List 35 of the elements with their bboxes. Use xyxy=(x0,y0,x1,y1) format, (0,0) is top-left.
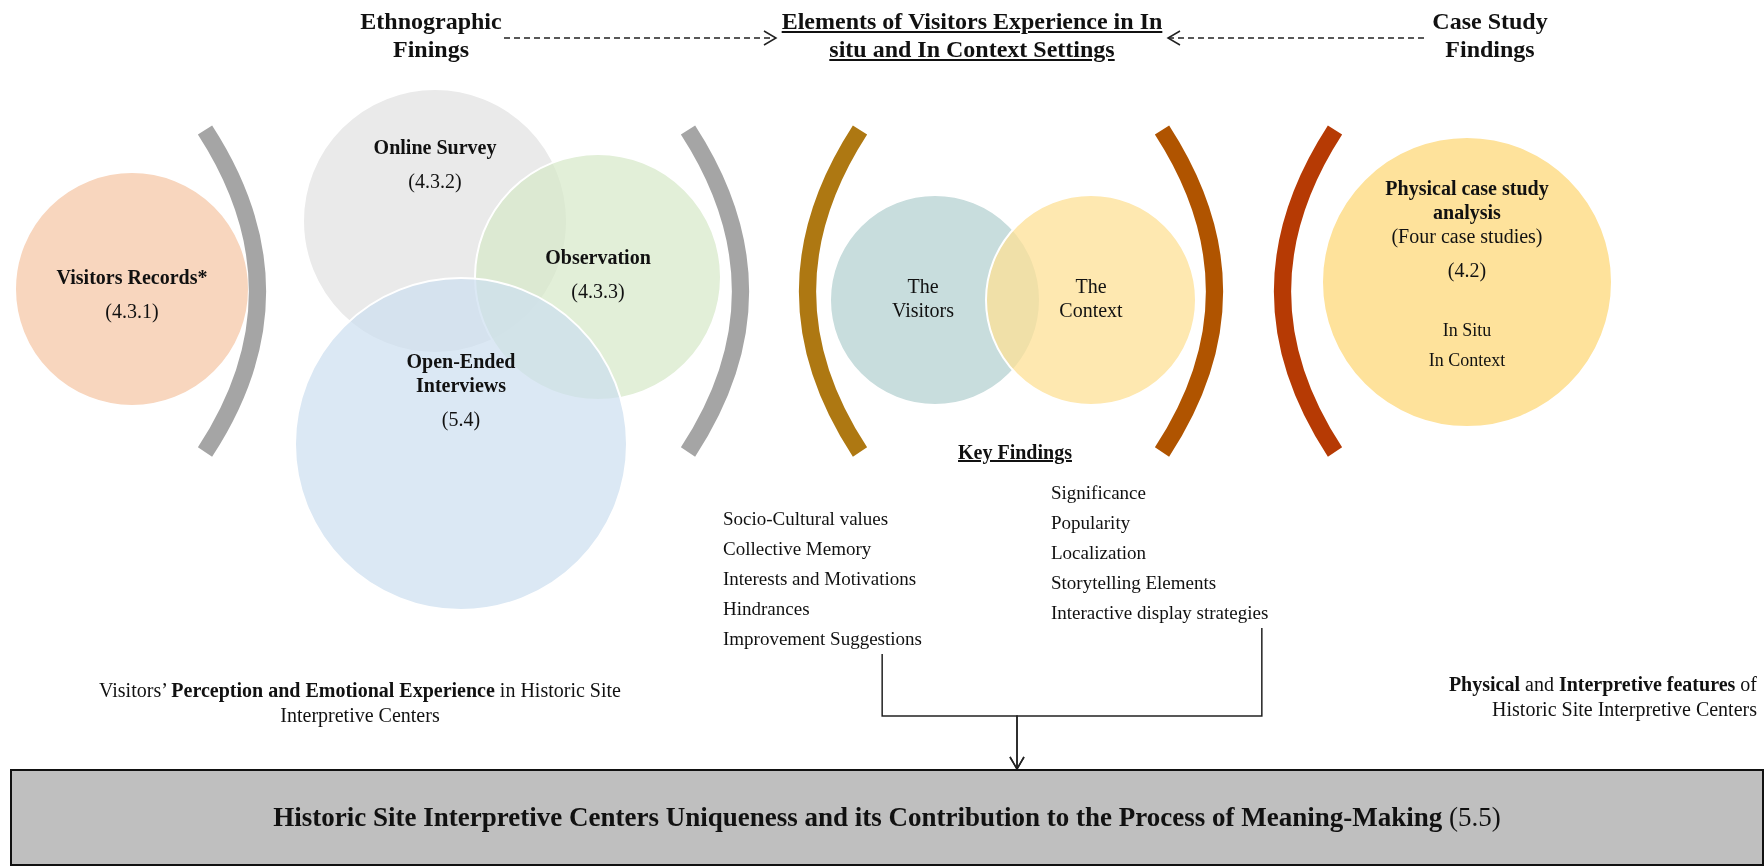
circle-label: (4.3.1) xyxy=(105,299,159,323)
list-item: Socio-Cultural values xyxy=(723,507,890,531)
list-item: Collective Memory xyxy=(723,537,873,561)
section-heading: Key Findings xyxy=(957,440,1073,465)
arrow xyxy=(1167,30,1425,46)
list-item: Improvement Suggestions xyxy=(723,627,922,651)
arrow xyxy=(1009,627,1263,770)
heading: Ethnographic Finings xyxy=(358,8,504,64)
circle-label: (5.4) xyxy=(441,407,481,431)
circle-label: The Visitors xyxy=(890,274,956,322)
caption-text: Visitors’ Perception and Emotional Experience in Historic Site Interpretive Centers xyxy=(98,678,622,728)
circle-label: The Context xyxy=(1058,274,1124,322)
list-item: Localization xyxy=(1051,541,1147,565)
circle-title: Online Survey xyxy=(373,135,497,159)
list-item: Interactive display strategies xyxy=(1051,601,1269,625)
list-item: Interests and Motivations xyxy=(723,567,918,591)
circle-title: Observation xyxy=(545,245,651,269)
circle-label: (4.3.3) xyxy=(571,279,625,303)
circle-label: In Context xyxy=(1428,349,1506,372)
circle-label: (Four case studies) xyxy=(1391,224,1543,248)
circle-label: In Situ xyxy=(1442,320,1492,342)
circle-label: (4.3.2) xyxy=(408,169,462,193)
circle-title: Open-Ended Interviews xyxy=(405,349,517,397)
list-item: Hindrances xyxy=(723,597,811,621)
conclusion-box: Historic Site Interpretive Centers Uniqueness and its Contribution to the Process of Meaning-Making (5.5) xyxy=(10,769,1764,866)
circle-label: (4.2) xyxy=(1447,258,1487,282)
heading: Case Study Findings xyxy=(1424,8,1556,64)
arrow xyxy=(503,30,777,46)
circle-title: Visitors Records* xyxy=(56,265,208,289)
circle-label: Physical case study analysis xyxy=(1384,176,1550,224)
heading: Elements of Visitors Experience in In situ and In Context Settings xyxy=(776,8,1168,64)
list-item: Popularity xyxy=(1051,511,1132,535)
list-item: Storytelling Elements xyxy=(1051,571,1218,595)
list-item: Significance xyxy=(1051,481,1147,505)
caption-text: Physical and Interpretive features of Historic Site Interpretive Centers xyxy=(1447,672,1757,722)
